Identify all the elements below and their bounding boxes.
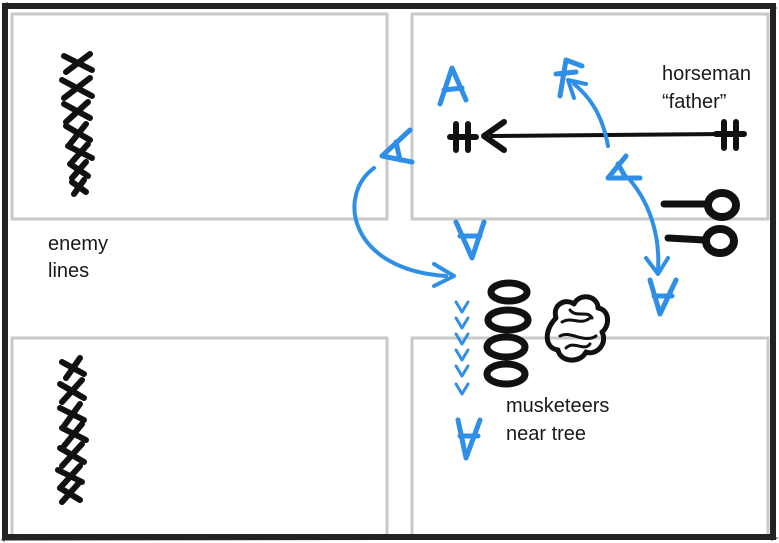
blue-chevron bbox=[454, 382, 470, 396]
blue-wedge-down bbox=[453, 219, 487, 261]
enemy-x-mark bbox=[69, 177, 89, 197]
enemy-x-mark bbox=[63, 121, 93, 147]
block-top-left bbox=[10, 12, 389, 221]
blue-wedge-down bbox=[455, 417, 483, 461]
blue-chevrons bbox=[454, 300, 470, 396]
musketeer-oval bbox=[483, 333, 529, 361]
enemy-marks-upper bbox=[59, 51, 95, 197]
tree-symbol bbox=[544, 294, 610, 363]
arc-arrow-left-head bbox=[432, 262, 456, 288]
blue-wedge-up bbox=[437, 65, 469, 107]
blue-chevron bbox=[454, 348, 470, 362]
enemy-x-mark bbox=[57, 401, 87, 429]
arc-arrow-left bbox=[352, 166, 448, 278]
label-enemy: enemy bbox=[48, 233, 108, 255]
enemy-x-mark bbox=[57, 377, 87, 405]
key-symbol-2 bbox=[664, 225, 738, 257]
blue-wedges bbox=[379, 57, 679, 461]
enemy-x-mark bbox=[67, 159, 91, 181]
blue-wedge-left bbox=[379, 127, 415, 165]
blue-wedge-left bbox=[605, 153, 643, 181]
enemy-x-mark bbox=[61, 51, 95, 75]
enemy-x-mark bbox=[57, 481, 83, 505]
musketeer-ovals bbox=[483, 279, 532, 388]
horseman-arrow bbox=[481, 119, 726, 153]
blue-wedge-down bbox=[647, 277, 679, 317]
label-horseman: horseman bbox=[662, 63, 751, 85]
enemy-x-mark bbox=[61, 99, 93, 125]
label-lines: lines bbox=[48, 260, 89, 282]
blue-chevron bbox=[454, 300, 470, 314]
label-musketeers: musketeers bbox=[506, 395, 609, 417]
musketeer-oval bbox=[484, 306, 532, 334]
arrow-head bbox=[481, 119, 507, 153]
enemy-x-mark bbox=[55, 463, 85, 491]
horseman-end bbox=[447, 121, 479, 153]
enemy-x-mark bbox=[59, 75, 95, 101]
musketeer-oval bbox=[487, 279, 531, 305]
enemy-x-mark bbox=[65, 141, 95, 165]
blue-chevron bbox=[454, 364, 470, 378]
enemy-x-mark bbox=[59, 355, 87, 381]
arrow-shaft bbox=[490, 132, 726, 138]
street-blocks bbox=[10, 12, 770, 538]
arc-arrow-right-head bbox=[566, 78, 588, 100]
label-near-tree: near tree bbox=[506, 423, 586, 445]
blue-chevron bbox=[454, 316, 470, 330]
block-top-right bbox=[410, 12, 770, 221]
enemy-x-mark bbox=[59, 421, 89, 449]
blue-chevron bbox=[454, 332, 470, 346]
enemy-marks-lower bbox=[55, 355, 89, 505]
key-symbol-1 bbox=[660, 189, 740, 221]
label-father: “father” bbox=[662, 91, 726, 113]
curve-arrow-down-head bbox=[644, 256, 670, 276]
blue-wedge-up bbox=[553, 57, 585, 99]
musketeer-oval bbox=[483, 360, 529, 388]
horseman-start bbox=[713, 119, 747, 151]
curve-arrow-down bbox=[628, 178, 661, 272]
arc-arrow-right bbox=[572, 82, 610, 148]
enemy-x-mark bbox=[57, 441, 87, 469]
blue-movement-arrows bbox=[352, 78, 670, 288]
